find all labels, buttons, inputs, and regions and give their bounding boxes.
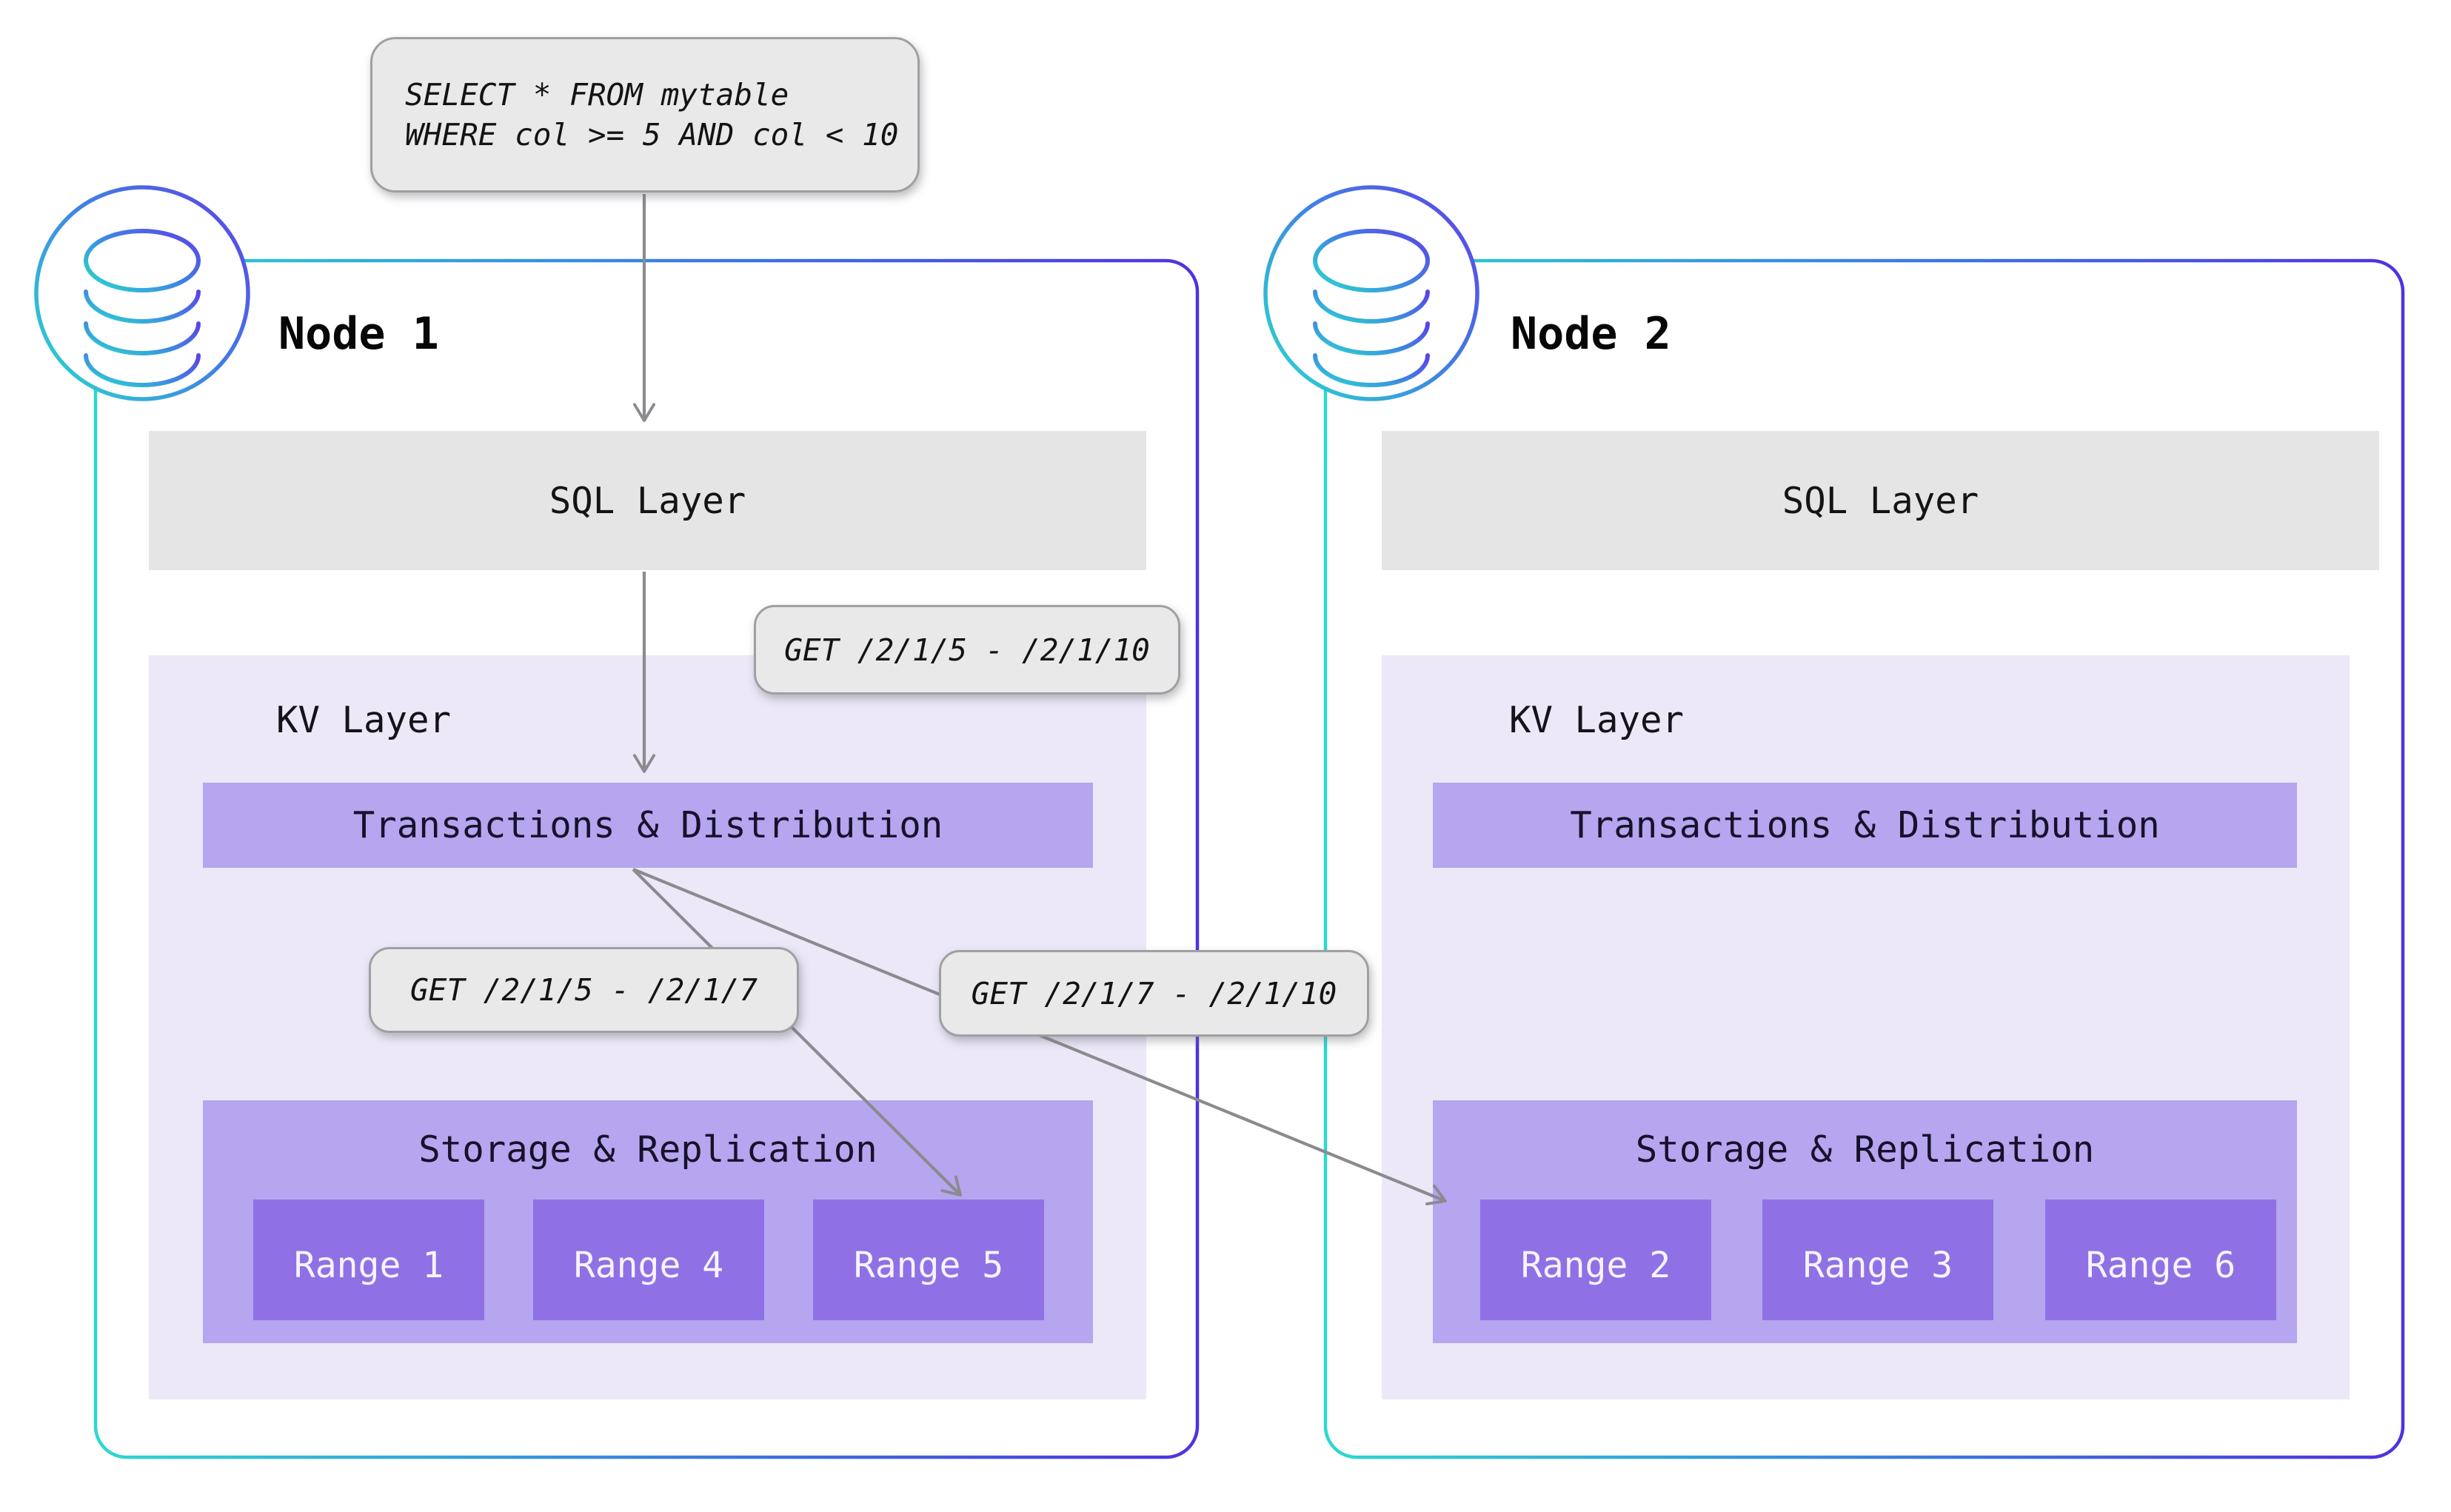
node2-storage-replication-box: Storage & Replication Range 2 Range 3 Ra… xyxy=(1433,1100,2297,1343)
node1-storage-replication-box: Storage & Replication Range 1 Range 4 Ra… xyxy=(203,1100,1093,1343)
node1-title: Node 1 xyxy=(278,308,439,360)
get-range-callout-full: GET /2/1/5 - /2/1/10 xyxy=(754,605,1180,695)
get-range-callout-local: GET /2/1/5 - /2/1/7 xyxy=(369,947,799,1033)
node2-container: Node 2 SQL Layer KV Layer Transactions &… xyxy=(1323,258,2405,1459)
database-cylinder xyxy=(84,229,201,387)
database-icon xyxy=(33,184,252,403)
node1-range-4: Range 4 xyxy=(533,1200,764,1320)
node1-sql-layer: SQL Layer xyxy=(149,431,1146,570)
database-icon-circle xyxy=(1263,185,1479,401)
node1-range-1: Range 1 xyxy=(253,1200,484,1320)
node2-transactions-distribution-bar: Transactions & Distribution xyxy=(1433,783,2297,868)
node1-kv-layer-label: KV Layer xyxy=(276,699,452,741)
node1-transactions-distribution-bar: Transactions & Distribution xyxy=(203,783,1093,868)
node2-storage-replication-label: Storage & Replication xyxy=(1635,1128,2095,1171)
database-icon-circle xyxy=(34,185,250,401)
node1-range-5: Range 5 xyxy=(813,1200,1044,1320)
node2-kv-layer: KV Layer Transactions & Distribution Sto… xyxy=(1382,655,2350,1399)
database-icon-node2 xyxy=(1263,185,1479,401)
node1-container: Node 1 SQL Layer KV Layer Transactions &… xyxy=(93,258,1200,1459)
node2-title: Node 2 xyxy=(1511,308,1671,360)
sql-query-callout: SELECT * FROM mytable WHERE col >= 5 AND… xyxy=(370,37,920,193)
node2-kv-layer-label: KV Layer xyxy=(1509,699,1685,741)
database-icon-node1 xyxy=(34,185,250,401)
sql-query-line-2: WHERE col >= 5 AND col < 10 xyxy=(405,117,899,153)
sql-query-line-1: SELECT * FROM mytable xyxy=(405,76,789,113)
database-cylinder xyxy=(1313,229,1430,387)
node2-sql-layer: SQL Layer xyxy=(1382,431,2379,570)
database-icon xyxy=(1262,184,1481,403)
node2-range-6: Range 6 xyxy=(2045,1200,2276,1320)
node2-range-3: Range 3 xyxy=(1762,1200,1993,1320)
node2-range-2: Range 2 xyxy=(1480,1200,1711,1320)
get-range-callout-remote: GET /2/1/7 - /2/1/10 xyxy=(939,950,1369,1037)
node1-storage-replication-label: Storage & Replication xyxy=(418,1128,877,1171)
